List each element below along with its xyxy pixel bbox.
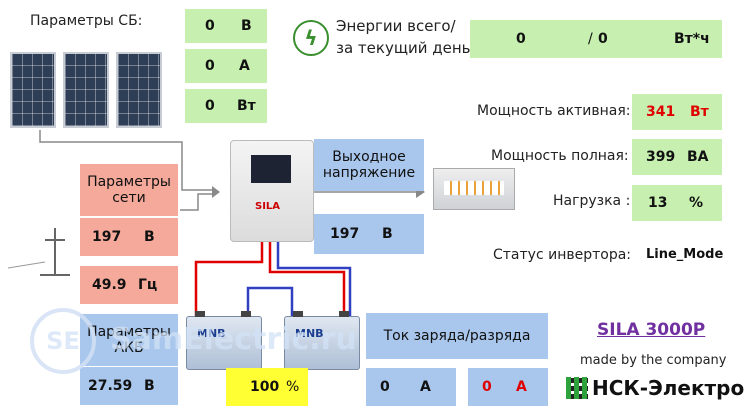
made-by-text: made by the company (580, 353, 727, 368)
battery-label-box: Параметры АКБ (80, 314, 178, 366)
energy-label-line1: Энергии всего/ (336, 17, 456, 35)
energy-label-line2: за текущий день (336, 39, 471, 57)
battery-current-label: Ток заряда/разряда (366, 313, 548, 359)
battery-voltage-box: 27.59 В (80, 367, 178, 405)
solar-current-value: 0 (205, 58, 215, 74)
output-voltage-value: 197 (330, 226, 360, 242)
grid-voltage-value: 197 (92, 229, 122, 245)
apparent-power-box: 399 ВА (632, 139, 722, 175)
battery-charge-box: 100 % (226, 368, 308, 406)
solar-power-value: 0 (205, 98, 215, 114)
output-label-line2: напряжение (322, 165, 416, 181)
battery-negative-wire (276, 240, 352, 316)
output-voltage-box: 197 В (314, 214, 424, 254)
company-logo: НСК-Электро (566, 376, 744, 400)
energy-total-value: 0 (516, 31, 526, 47)
battery-voltage-value: 27.59 (88, 378, 133, 394)
battery-image: MNB (186, 311, 262, 370)
battery-label-line1: Параметры (87, 324, 171, 340)
energy-label: Энергии всего/ за текущий день (336, 15, 470, 59)
grid-voltage-box: 197 В (80, 218, 178, 256)
apparent-power-value: 399 (646, 149, 676, 165)
grid-frequency-box: 49.9 Гц (80, 266, 178, 304)
active-power-box: 341 Вт (632, 94, 722, 130)
solar-voltage-unit: В (241, 18, 252, 34)
battery-link-wire (246, 286, 294, 316)
grid-frequency-unit: Гц (138, 277, 158, 293)
apparent-power-unit: ВА (687, 149, 709, 165)
charge-current-box: 0 А (366, 368, 456, 406)
active-power-label: Мощность активная: (477, 103, 631, 119)
distribution-panel-image (433, 168, 515, 210)
battery-brand: MNB (197, 327, 226, 340)
solar-panel-image (63, 52, 109, 128)
output-voltage-label-box: Выходное напряжение (314, 139, 424, 191)
charge-current-value: 0 (380, 379, 390, 395)
battery-positive-wire (194, 240, 264, 316)
load-box: 13 % (632, 185, 722, 221)
grid-to-inverter-wire (180, 193, 212, 211)
energy-separator: / (588, 31, 593, 47)
battery-charge-unit: % (286, 379, 300, 395)
output-voltage-unit: В (382, 226, 393, 242)
battery-voltage-unit: В (144, 378, 155, 394)
active-power-value: 341 (646, 104, 676, 120)
energy-box: 0 / 0 Вт*ч (470, 20, 722, 58)
inverter-display (251, 155, 291, 183)
active-power-unit: Вт (690, 104, 709, 120)
solar-voltage-value: 0 (205, 18, 215, 34)
solar-params-title: Параметры СБ: (30, 13, 143, 29)
load-label: Нагрузка : (553, 193, 631, 209)
inverter-status-value: Line_Mode (646, 247, 724, 262)
grid-label-box: Параметры сети (80, 164, 178, 216)
discharge-current-box: 0 А (468, 368, 548, 406)
battery-label-line2: АКБ (114, 340, 144, 356)
grid-label-line1: Параметры (87, 174, 171, 190)
watermark-badge: SE (30, 308, 96, 374)
charge-current-unit: А (420, 379, 431, 395)
inverter-brand: SILA (255, 201, 281, 212)
lightning-icon: ϟ (293, 20, 329, 56)
model-link[interactable]: SILA 3000P (597, 320, 706, 340)
solar-panel-image (116, 52, 162, 128)
discharge-current-value: 0 (482, 379, 492, 395)
load-value: 13 (648, 195, 668, 211)
solar-panel-image (10, 52, 56, 128)
discharge-current-unit: А (516, 379, 527, 395)
solar-current-box: 0 А (185, 49, 267, 83)
grid-voltage-unit: В (144, 229, 155, 245)
load-unit: % (689, 195, 704, 211)
energy-day-value: 0 (598, 31, 608, 47)
output-label-line1: Выходное (332, 149, 406, 165)
solar-power-box: 0 Вт (185, 89, 267, 123)
solar-voltage-box: 0 В (185, 9, 267, 43)
energy-unit: Вт*ч (674, 31, 710, 47)
watermark-text: SamElectric.ru (110, 322, 357, 357)
battery-charge-value: 100 (250, 379, 280, 395)
company-name: НСК-Электро (592, 376, 745, 400)
company-logo-icon (566, 377, 588, 399)
apparent-power-label: Мощность полная: (491, 148, 629, 164)
battery-brand: MNB (295, 327, 324, 340)
solar-power-unit: Вт (237, 98, 256, 114)
inverter-status-label: Статус инвертора: (493, 247, 632, 263)
input-arrow (212, 186, 220, 198)
solar-to-inverter-wire (39, 130, 212, 191)
battery-image: MNB (284, 311, 360, 370)
inverter-image: SILA (230, 140, 314, 242)
grid-label-line2: сети (112, 190, 146, 206)
battery-positive-wire (268, 240, 346, 316)
solar-current-unit: А (239, 58, 250, 74)
grid-frequency-value: 49.9 (92, 277, 127, 293)
